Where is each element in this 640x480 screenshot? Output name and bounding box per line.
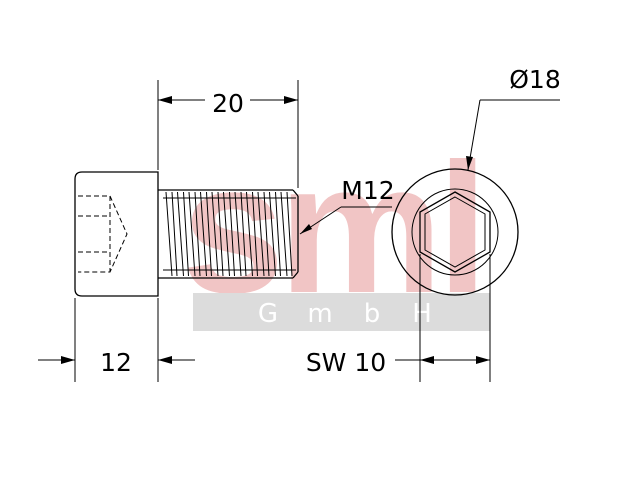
screw-shank bbox=[158, 189, 299, 279]
thread-size-label: M12 bbox=[341, 176, 394, 205]
watermark-letter-b: b bbox=[364, 299, 381, 329]
diameter-callout: Ø18 bbox=[466, 65, 561, 171]
thread-line bbox=[200, 191, 212, 277]
watermark: sml G m b H bbox=[182, 126, 490, 332]
thread-line bbox=[246, 191, 258, 277]
dimension-length: 20 bbox=[157, 80, 299, 188]
watermark-letter-h: H bbox=[412, 299, 432, 329]
thread-line bbox=[223, 191, 235, 277]
watermark-letter-g: G bbox=[258, 299, 278, 329]
thread-line bbox=[269, 191, 281, 277]
thread-line bbox=[211, 191, 224, 277]
thread-lines bbox=[165, 191, 293, 277]
thread-line bbox=[165, 191, 178, 277]
screw-head bbox=[74, 171, 159, 297]
length-dimension-label: 20 bbox=[212, 89, 244, 118]
watermark-band bbox=[193, 293, 490, 331]
diameter-label: Ø18 bbox=[509, 65, 561, 94]
watermark-letter-m: m bbox=[307, 299, 332, 329]
dimension-head: 12 bbox=[38, 298, 195, 382]
head-dimension-label: 12 bbox=[100, 348, 132, 377]
thread-line bbox=[257, 191, 270, 277]
thread-callout: M12 bbox=[299, 176, 395, 235]
dimension-socket: SW 10 bbox=[306, 254, 491, 382]
thread-line bbox=[234, 191, 247, 277]
end-view bbox=[391, 168, 519, 296]
thread-line bbox=[280, 191, 293, 277]
thread-line bbox=[188, 191, 201, 277]
thread-line bbox=[177, 191, 189, 277]
socket-size-label: SW 10 bbox=[306, 348, 386, 377]
